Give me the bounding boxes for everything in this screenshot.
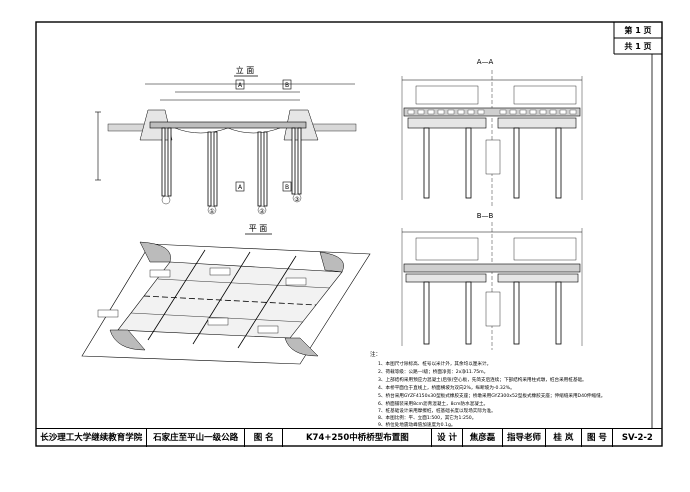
advisor-name: 桂 岚 xyxy=(546,429,583,447)
drawing-name: K74+250中桥桥型布置图 xyxy=(283,429,433,447)
note-2: 2、荷载等级：公路—Ⅰ级；桥面净宽：2x净11.75m。 xyxy=(378,368,488,375)
note-8: 8、本图比例：平、立面1:500，其它为1:250。 xyxy=(378,414,476,421)
plan-view: 平 面 xyxy=(81,224,371,365)
page-number: 第 1 页 xyxy=(624,26,652,35)
note-9: 9、桥位处地震动峰值加速度为0.1g。 xyxy=(378,421,455,428)
section-bb: B—B xyxy=(401,212,583,350)
mark-a-bottom: A xyxy=(238,184,243,191)
notes-block: 注： 1、本图尺寸除标高、桩号以米计外，其余均以厘米计。 2、荷载等级：公路—Ⅰ… xyxy=(370,350,605,428)
page-total: 共 1 页 xyxy=(624,42,652,51)
school-name: 长沙理工大学继续教育学院 xyxy=(36,429,148,447)
outer-frame xyxy=(35,21,663,447)
section-aa-title: A—A xyxy=(477,58,494,66)
note-1: 1、本图尺寸除标高、桩号以米计外，其余均以厘米计。 xyxy=(378,360,491,367)
bridge-deck xyxy=(149,121,307,129)
drawing-label: 图 名 xyxy=(245,429,284,447)
note-5: 5、桥台采用GYZF4150x30型板式橡胶支座；桥墩采用GYZ300x52型板… xyxy=(378,392,605,399)
advisor-label: 指导老师 xyxy=(503,429,546,447)
design-label: 设 计 xyxy=(432,429,463,447)
section-aa: A—A xyxy=(401,58,583,206)
project-name: 石家庄至平山一级公路 xyxy=(147,429,245,447)
note-7: 7、桩基础设计采用摩擦桩，桩基础长度以现场实际为准。 xyxy=(378,407,496,414)
mark-b-bottom: B xyxy=(285,184,289,191)
drawing-number: SV-2-2 xyxy=(621,433,653,443)
note-3: 3、上部结构采用预应力混凝土(后张)空心板，先简支后连续；下部结构采用柱式墩，桩… xyxy=(378,376,587,383)
note-0: 注： xyxy=(370,350,381,358)
drawing-no-label: 图 号 xyxy=(582,429,613,447)
designer-name: 焦彦磊 xyxy=(463,429,504,447)
elevation-title: 立 面 xyxy=(236,65,255,75)
pier-label-1: ① xyxy=(209,208,214,215)
mark-b-top: B xyxy=(285,82,289,89)
pier-label-2: ② xyxy=(259,208,265,215)
plan-title: 平 面 xyxy=(249,224,268,233)
pier-label-3: ③ xyxy=(294,196,299,203)
note-6: 6、桥面铺装采用8cm沥青混凝土，8cm防水混凝土。 xyxy=(378,400,488,407)
section-bb-title: B—B xyxy=(477,212,494,220)
title-block: 长沙理工大学继续教育学院 石家庄至平山一级公路 图 名 K74+250中桥桥型布… xyxy=(36,428,662,447)
note-4: 4、本桥平面位于直线上，桥面横坡为双向2%，纵断坡为-0.32%。 xyxy=(378,384,515,391)
elevation-view: 立 面 B B A A xyxy=(95,65,357,215)
mark-a-top: A xyxy=(238,82,243,89)
